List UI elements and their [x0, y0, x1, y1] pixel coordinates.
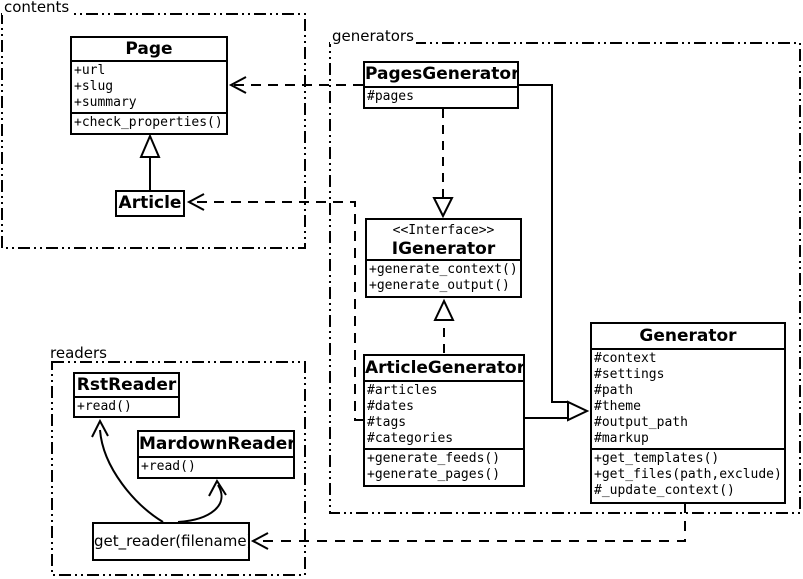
function-get-reader: get_reader(filename) [92, 522, 250, 561]
function-get-reader-label: get_reader(filename) [94, 532, 250, 550]
package-contents-label: contents [2, 0, 72, 16]
class-pagesgenerator-attributes: #pages [365, 86, 517, 106]
class-generator: Generator #context #settings #path #them… [590, 322, 786, 504]
package-generators-label: generators [330, 27, 416, 45]
class-mardownreader-methods: +read() [139, 456, 293, 476]
class-generator-methods: +get_templates() +get_files(path,exclude… [592, 448, 784, 500]
generalization-to-generator [519, 84, 590, 422]
dependency-generator-to-getreader [250, 503, 686, 550]
interface-igenerator-methods: +generate_context() +generate_output() [367, 259, 520, 295]
class-article-name: Article [118, 193, 182, 213]
class-generator-name: Generator [639, 326, 737, 346]
class-page: Page +url +slug +summary +check_properti… [70, 36, 228, 135]
class-generator-attributes: #context #settings #path #theme #output_… [592, 348, 784, 448]
interface-igenerator-stereotype: <<Interface>> [392, 223, 495, 238]
interface-igenerator: <<Interface>> IGenerator +generate_conte… [365, 218, 522, 298]
class-rstreader-name: RstReader [76, 375, 177, 395]
class-mardownreader: MardownReader +read() [137, 430, 295, 479]
dependency-pagesgenerator-to-page [228, 76, 363, 94]
class-article: Article [115, 190, 185, 217]
arrow-getreader-to-mardownreader [177, 479, 227, 523]
arrow-getreader-to-rstreader [91, 418, 164, 523]
dependency-articlegenerator-to-article [186, 193, 363, 421]
class-mardownreader-name: MardownReader [139, 434, 295, 454]
package-readers-border [51, 361, 306, 576]
realization-pagesgenerator-to-igenerator [432, 109, 454, 219]
class-articlegenerator-attributes: #articles #dates #tags #categories [365, 380, 523, 448]
class-page-name: Page [125, 39, 173, 59]
class-page-methods: +check_properties() [72, 112, 226, 132]
package-contents-border [1, 13, 306, 249]
class-rstreader-methods: +read() [75, 396, 178, 416]
class-articlegenerator: ArticleGenerator #articles #dates #tags … [363, 354, 525, 487]
class-rstreader: RstReader +read() [73, 372, 180, 418]
class-articlegenerator-methods: +generate_feeds() +generate_pages() [365, 448, 523, 484]
interface-igenerator-name: IGenerator [391, 239, 496, 259]
package-readers-label: readers [48, 344, 109, 362]
class-pagesgenerator-name: PagesGenerator [365, 64, 519, 84]
class-articlegenerator-name: ArticleGenerator [365, 358, 525, 378]
class-page-attributes: +url +slug +summary [72, 60, 226, 112]
generalization-article-to-page [139, 133, 161, 190]
class-pagesgenerator: PagesGenerator #pages [363, 61, 519, 109]
package-generators-border [329, 42, 801, 514]
realization-articlegenerator-to-igenerator [433, 298, 455, 353]
